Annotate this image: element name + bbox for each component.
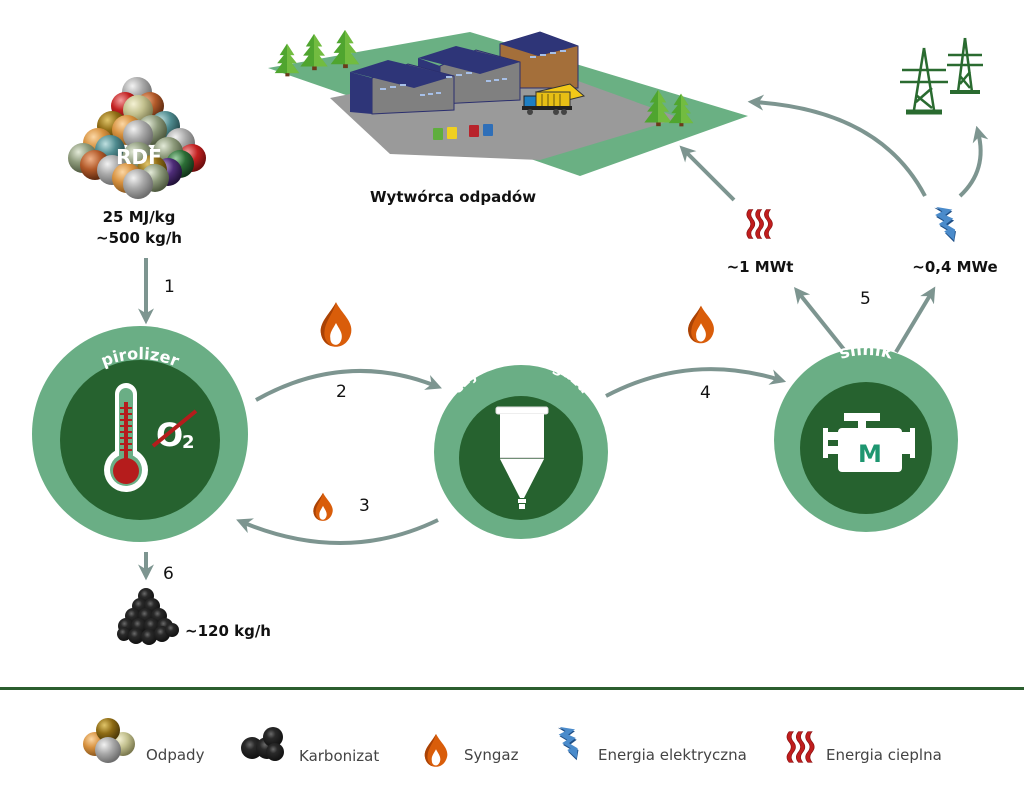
gas-cleaning-node: czyszczenie gazu [434,349,608,539]
tree-icon [274,43,300,77]
char-output-value: ~120 kg/h [185,622,271,640]
arrow-step-3 [236,518,439,545]
char-balls-icon [241,727,284,761]
legend-item-char: Karbonizat [241,727,379,765]
lightning-icon [557,726,579,761]
step-number-6: 6 [163,564,174,584]
legend-item-syngas: Syngaz [424,733,519,767]
step-number-5: 5 [860,289,871,309]
step-number-4: 4 [700,383,711,403]
step-number-2: 2 [336,382,347,402]
strike-line [151,409,198,448]
heat-energy-icon [746,209,773,239]
legend-label: Energia elektryczna [598,746,747,764]
recycling-bins-icon [433,124,493,140]
arrow-electric-to-grid [958,125,989,198]
step-number-3: 3 [359,496,370,516]
legend-label: Syngaz [464,746,519,764]
thermometer-icon [104,383,148,492]
waste-producer-label: Wytwórca odpadów [370,188,536,206]
heat-output-value: ~1 MWt [727,258,794,276]
svg-text:silnik: silnik [837,340,895,364]
arrow-heat-to-producer [679,145,736,202]
syngas-flame-icon [688,305,714,344]
engine-label: silnik [837,340,895,364]
legend-divider [0,687,1024,690]
cyclone-filter-icon [495,406,549,509]
pyrolyzer-node: pirolizer O 2 [32,326,248,542]
char-pile-icon [117,588,179,645]
oxygen-subscript: 2 [182,432,195,453]
heat-waves-icon [786,731,815,763]
power-grid-pylons-icon [900,37,983,115]
flame-icon [424,733,448,767]
arrow-step-2 [255,368,442,402]
legend: Odpady Karbonizat Syngaz Energia elektry… [83,718,942,767]
legend-item-waste: Odpady [83,718,205,764]
rdf-energy-value: 25 MJ/kg [103,208,176,226]
rdf-pile-icon [68,77,206,199]
garbage-truck-icon [522,83,586,115]
legend-item-electric: Energia elektryczna [557,726,747,764]
engine-icon [823,413,915,472]
waste-balls-icon [83,718,135,763]
tree-icon [330,29,360,69]
electric-output-value: ~0,4 MWe [912,258,997,276]
warehouse-buildings [350,31,579,115]
arrow-electric-to-producer [747,94,927,197]
legend-label: Energia cieplna [826,746,942,764]
electric-energy-icon [934,206,956,243]
tree-icon [300,33,328,71]
pyrolyzer-core [60,360,220,520]
rdf-badge: RDF [116,145,162,169]
legend-label: Odpady [146,746,205,764]
legend-item-heat: Energia cieplna [786,731,942,764]
no-oxygen-icon: O 2 [151,409,198,454]
syngas-flame-icon [313,492,333,521]
arrow-step-4 [605,367,787,398]
engine-letter: M [858,440,882,468]
engine-node: silnik M [774,340,958,532]
rdf-flow-value: ~500 kg/h [96,229,182,247]
step-number-1: 1 [164,277,175,297]
arrow-step-5-heat [794,287,848,354]
syngas-flame-icon [320,302,352,347]
legend-label: Karbonizat [299,747,379,765]
arrow-step-5-electric [894,286,936,354]
waste-producer-illustration [268,29,748,176]
